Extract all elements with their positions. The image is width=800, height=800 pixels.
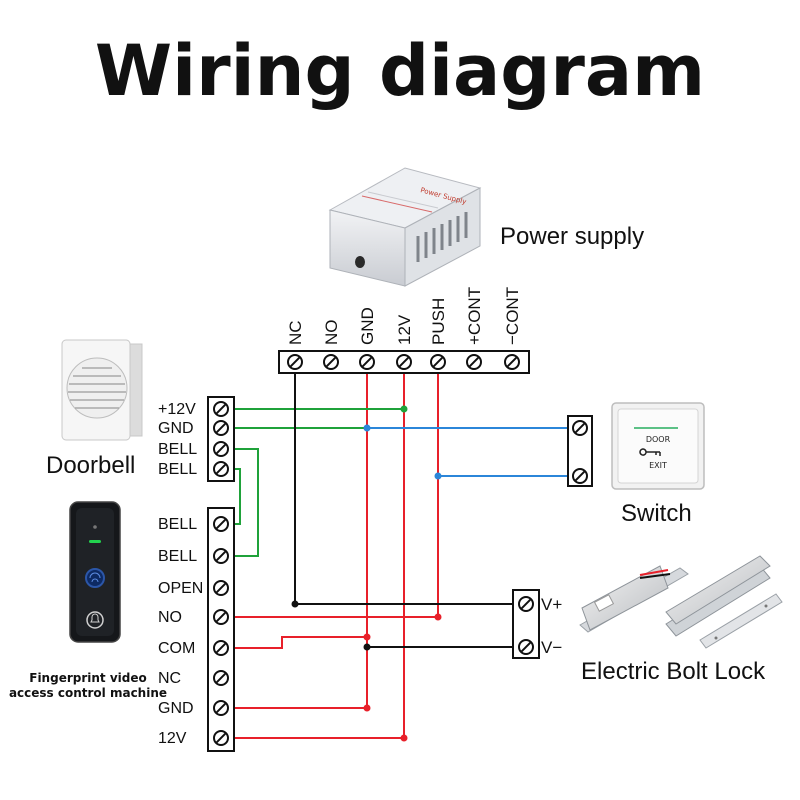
power-terminal-label: NO: [322, 320, 341, 346]
wire-com-lock: [222, 636, 367, 649]
machine-terminal-screw: [213, 548, 229, 564]
wire-push-no: [222, 368, 439, 618]
power-terminal-label: 12V: [395, 314, 414, 345]
power-terminal-screw: [323, 354, 339, 370]
lock-terminal-screw: [518, 596, 534, 612]
machine-terminal-screw: [213, 640, 229, 656]
machine-terminal-screw: [213, 670, 229, 686]
power-terminal-label: GND: [358, 307, 377, 345]
machine-terminal-block: [207, 507, 235, 752]
junction-dots: [291, 405, 442, 742]
power-terminal-block: [278, 350, 530, 374]
machine-terminal-label: BELL: [158, 516, 197, 533]
power-terminal-label: NC: [286, 320, 305, 345]
doorbell-terminal-screw: [213, 441, 229, 457]
doorbell-image: [61, 339, 143, 441]
power-supply-image: Power Supply: [328, 167, 482, 287]
power-terminal-screw: [504, 354, 520, 370]
machine-terminal-label: GND: [158, 700, 194, 717]
page-title: Wiring diagram: [95, 30, 705, 112]
power-terminal-screw: [396, 354, 412, 370]
machine-terminal-screw: [213, 609, 229, 625]
power-supply-label: Power supply: [500, 223, 644, 250]
machine-terminal-label: OPEN: [158, 580, 203, 597]
power-terminal-screw: [359, 354, 375, 370]
wire-12v-12v: [222, 368, 405, 739]
machine-terminal-label: COM: [158, 640, 195, 657]
lock-terminal-screw: [518, 639, 534, 655]
machine-terminal-screw: [213, 730, 229, 746]
switch-terminal-screw: [572, 468, 588, 484]
lock-terminal-block: [512, 589, 540, 659]
power-terminal-label: +CONT: [465, 287, 484, 345]
wire-nc-vplus: [294, 368, 522, 605]
access-machine-image: [69, 501, 121, 643]
machine-terminal-label: NO: [158, 609, 182, 626]
doorbell-terminal-label: GND: [158, 420, 194, 437]
power-terminal-label: −CONT: [503, 287, 522, 345]
machine-label-line1: Fingerprint video: [29, 671, 147, 685]
doorbell-terminal-screw: [213, 461, 229, 477]
machine-terminal-label: NC: [158, 670, 181, 687]
machine-terminal-screw: [213, 516, 229, 532]
doorbell-terminal-label: BELL: [158, 441, 197, 458]
machine-terminal-labels: BELL BELL OPEN NO COM NC GND 12V: [158, 516, 203, 747]
machine-terminal-screw: [213, 580, 229, 596]
power-terminal-screw: [287, 354, 303, 370]
doorbell-terminal-screw: [213, 401, 229, 417]
power-terminal-screw: [466, 354, 482, 370]
doorbell-terminal-block: [207, 396, 235, 482]
magnetic-lock-image: [665, 555, 783, 649]
switch-terminal-screw: [572, 420, 588, 436]
lock-label: Electric Bolt Lock: [581, 658, 766, 685]
switch-terminal-block: [567, 415, 593, 487]
power-terminal-label: PUSH: [429, 298, 448, 345]
doorbell-terminal-labels: +12V GND BELL BELL: [158, 401, 197, 478]
doorbell-label: Doorbell: [46, 452, 135, 479]
doorbell-terminal-screw: [213, 420, 229, 436]
switch-label: Switch: [621, 500, 692, 527]
doorbell-terminal-label: BELL: [158, 461, 197, 478]
power-terminal-screw: [430, 354, 446, 370]
machine-terminal-label: 12V: [158, 730, 187, 747]
wire-bell-b: [232, 468, 241, 525]
lock-terminal-vminus: V−: [541, 638, 562, 657]
lock-terminal-vplus: V+: [541, 595, 562, 614]
wire-bell-a: [232, 448, 259, 557]
exit-button-image: DOOR EXIT: [611, 402, 705, 490]
machine-label-line2: access control machine: [9, 686, 167, 700]
wires: [222, 368, 572, 739]
exit-button-exit-text: EXIT: [649, 461, 667, 470]
doorbell-terminal-label: +12V: [158, 401, 196, 418]
exit-button-door-text: DOOR: [646, 435, 671, 444]
machine-terminal-label: BELL: [158, 548, 197, 565]
bolt-lock-image: [579, 565, 689, 633]
machine-terminal-screw: [213, 700, 229, 716]
power-terminal-labels: NC NO GND 12V PUSH +CONT −CONT: [286, 287, 522, 345]
